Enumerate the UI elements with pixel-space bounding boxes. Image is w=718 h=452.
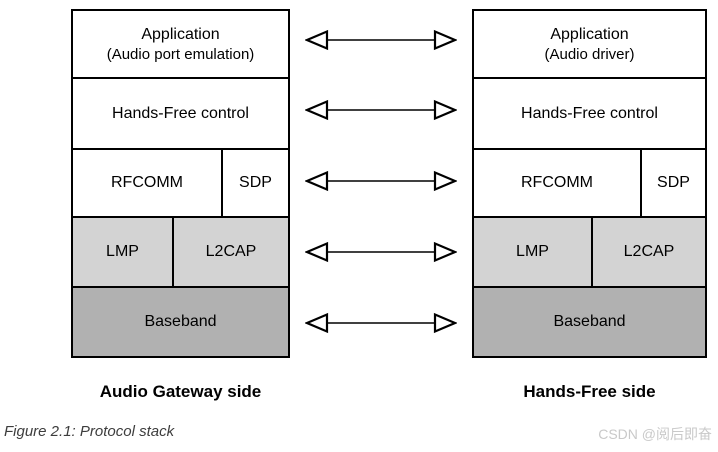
sdp-label: SDP xyxy=(239,174,272,191)
csdn-watermark: CSDN @阅后即奋 xyxy=(598,426,712,442)
lmp-box: LMP xyxy=(73,218,174,286)
application-label: Application xyxy=(550,25,629,43)
figure-caption: Figure 2.1: Protocol stack xyxy=(4,423,175,440)
l2cap-box: L2CAP xyxy=(593,218,705,286)
lmp-box: LMP xyxy=(474,218,593,286)
hands-free-control-box-right: Hands-Free control xyxy=(472,77,707,150)
lmp-l2cap-row-left: LMP L2CAP xyxy=(71,216,290,288)
lmp-l2cap-row-right: LMP L2CAP xyxy=(472,216,707,288)
application-box-left: Application (Audio port emulation) xyxy=(71,9,290,79)
lmp-label: LMP xyxy=(106,243,139,260)
sdp-box: SDP xyxy=(642,150,705,216)
l2cap-label: L2CAP xyxy=(623,243,675,260)
rfcomm-sdp-row-left: RFCOMM SDP xyxy=(71,148,290,218)
baseband-label: Baseband xyxy=(553,313,626,330)
hands-free-stack: Application (Audio driver) Hands-Free co… xyxy=(472,9,707,358)
application-label: Application xyxy=(141,25,220,43)
rfcomm-box: RFCOMM xyxy=(474,150,642,216)
hands-free-control-box-left: Hands-Free control xyxy=(71,77,290,150)
rfcomm-label: RFCOMM xyxy=(111,174,183,191)
baseband-box-right: Baseband xyxy=(472,286,707,358)
hands-free-control-label: Hands-Free control xyxy=(521,104,658,122)
sdp-box: SDP xyxy=(223,150,288,216)
hands-free-side-label: Hands-Free side xyxy=(523,382,656,401)
hands-free-control-label: Hands-Free control xyxy=(112,104,249,122)
application-sublabel: (Audio driver) xyxy=(544,45,635,63)
rfcomm-label: RFCOMM xyxy=(521,174,593,191)
application-box-right: Application (Audio driver) xyxy=(472,9,707,79)
bidirectional-arrow-icon xyxy=(305,27,457,53)
sdp-label: SDP xyxy=(657,174,690,191)
application-sublabel: (Audio port emulation) xyxy=(106,45,255,63)
audio-gateway-stack: Application (Audio port emulation) Hands… xyxy=(71,9,290,358)
rfcomm-box: RFCOMM xyxy=(73,150,223,216)
bidirectional-arrow-icon xyxy=(305,97,457,123)
bidirectional-arrow-icon xyxy=(305,168,457,194)
audio-gateway-side-label: Audio Gateway side xyxy=(99,382,262,401)
l2cap-box: L2CAP xyxy=(174,218,288,286)
bidirectional-arrow-icon xyxy=(305,310,457,336)
rfcomm-sdp-row-right: RFCOMM SDP xyxy=(472,148,707,218)
baseband-label: Baseband xyxy=(144,313,217,330)
baseband-box-left: Baseband xyxy=(71,286,290,358)
l2cap-label: L2CAP xyxy=(205,243,257,260)
bidirectional-arrow-icon xyxy=(305,239,457,265)
lmp-label: LMP xyxy=(516,243,549,260)
